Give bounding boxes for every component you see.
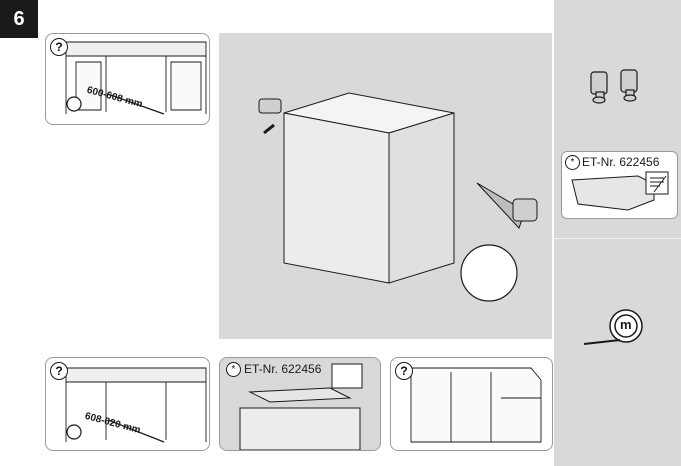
screws-icon bbox=[590, 69, 638, 104]
asterisk-icon-2: * bbox=[226, 362, 241, 377]
dishwasher-installation-drawing bbox=[258, 92, 538, 302]
cabinet-width-check-panel: ? 600-608 mm bbox=[45, 33, 210, 125]
cabinet-depth-check-panel: ? 608-620 mm bbox=[45, 357, 210, 451]
asterisk-text: * bbox=[570, 157, 575, 168]
tape-measure-icon bbox=[583, 309, 643, 345]
question-icon-2: ? bbox=[50, 362, 68, 380]
step-number: 6 bbox=[0, 0, 38, 38]
step-number-text: 6 bbox=[13, 7, 25, 30]
bracket-mounting-drawing bbox=[239, 363, 363, 450]
parts-sidebar bbox=[554, 0, 681, 466]
installed-cabinet-drawing bbox=[410, 367, 542, 443]
spare-part-number: ET-Nr. 622456 bbox=[582, 155, 660, 169]
spare-part-number-2: ET-Nr. 622456 bbox=[244, 362, 322, 376]
asterisk-icon: * bbox=[565, 155, 580, 170]
installed-check-panel: ? bbox=[390, 357, 553, 451]
cabinet-niche-drawing-2 bbox=[65, 367, 207, 443]
question-text-2: ? bbox=[55, 364, 63, 378]
tape-measure-label: m bbox=[620, 317, 632, 332]
main-installation-panel bbox=[219, 33, 552, 339]
question-text: ? bbox=[55, 40, 63, 54]
bracket-plate-icon bbox=[571, 171, 669, 211]
spare-part-box: * ET-Nr. 622456 bbox=[561, 151, 678, 219]
cabinet-niche-drawing bbox=[65, 41, 207, 115]
question-icon: ? bbox=[50, 38, 68, 56]
sidebar-divider bbox=[554, 238, 681, 239]
question-icon-3: ? bbox=[395, 362, 413, 380]
asterisk-text-2: * bbox=[231, 364, 236, 375]
bracket-mounting-panel: * ET-Nr. 622456 bbox=[219, 357, 381, 451]
question-text-3: ? bbox=[400, 364, 408, 378]
